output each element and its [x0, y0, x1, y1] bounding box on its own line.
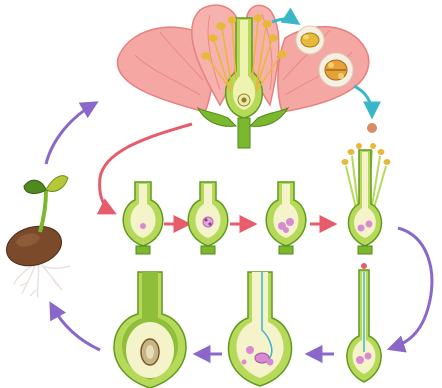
- arrow-teal-2: [354, 86, 372, 114]
- arrow-purple-seed-to-flower: [46, 104, 94, 164]
- germinating-seed: [2, 176, 70, 298]
- ovary-stage-3: [266, 182, 306, 254]
- ovary-stage-1: [123, 182, 163, 254]
- arrow-teal-1: [272, 19, 296, 22]
- pollen-tube-growth: [347, 263, 381, 382]
- arrow-purple-right-down: [392, 228, 432, 348]
- seedling-leaf-left: [24, 180, 46, 193]
- pistil-with-stamens: [342, 143, 391, 254]
- seed-coat: [2, 220, 66, 271]
- ovary-stage-2: [188, 182, 228, 254]
- fertilized-ovary: [228, 272, 291, 386]
- pollen-drop: [367, 123, 377, 133]
- flower-stem: [238, 118, 250, 148]
- seedling-leaf-right: [46, 176, 68, 192]
- seedling-shoot: [40, 190, 46, 232]
- seed-roots: [14, 262, 70, 298]
- developing-seed-fruit: [114, 272, 186, 388]
- arrow-purple-bottom-to-seed: [52, 306, 100, 350]
- flower-sepal-left: [198, 108, 236, 126]
